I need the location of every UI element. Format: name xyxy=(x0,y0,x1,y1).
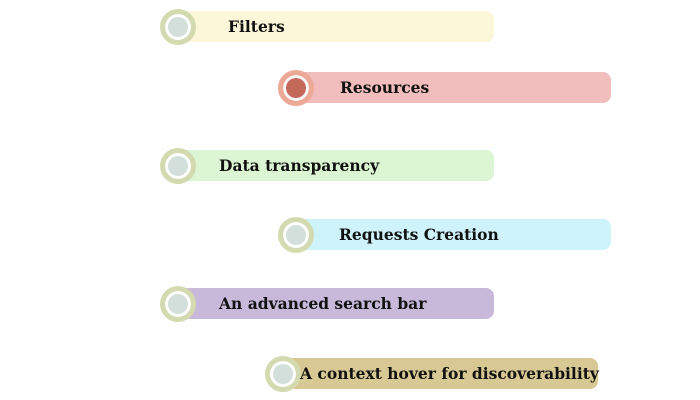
item-context-hover[interactable]: A context hover for discoverability xyxy=(265,356,599,392)
circle-marker-icon xyxy=(160,9,196,45)
circle-marker-icon xyxy=(160,148,196,184)
circle-marker-icon xyxy=(265,356,301,392)
item-bar xyxy=(283,358,598,389)
item-bar xyxy=(178,288,494,319)
item-bar xyxy=(178,11,494,42)
circle-marker-icon xyxy=(160,286,196,322)
item-bar xyxy=(296,72,611,103)
item-label: A context hover for discoverability xyxy=(300,364,599,383)
item-filters[interactable]: Filters xyxy=(160,9,494,45)
item-data-transparency[interactable]: Data transparency xyxy=(160,148,494,184)
circle-marker-icon xyxy=(278,217,314,253)
item-advanced-search-bar[interactable]: An advanced search bar xyxy=(160,286,494,322)
circle-marker-icon xyxy=(278,70,314,106)
item-bar xyxy=(296,219,611,250)
item-label: Filters xyxy=(228,17,285,36)
item-label: Resources xyxy=(340,78,430,97)
item-requests-creation[interactable]: Requests Creation xyxy=(278,217,611,253)
item-resources[interactable]: Resources xyxy=(278,70,611,106)
item-bar xyxy=(178,150,494,181)
item-label: Data transparency xyxy=(219,156,380,175)
item-label: An advanced search bar xyxy=(219,294,427,313)
item-label: Requests Creation xyxy=(339,225,499,244)
